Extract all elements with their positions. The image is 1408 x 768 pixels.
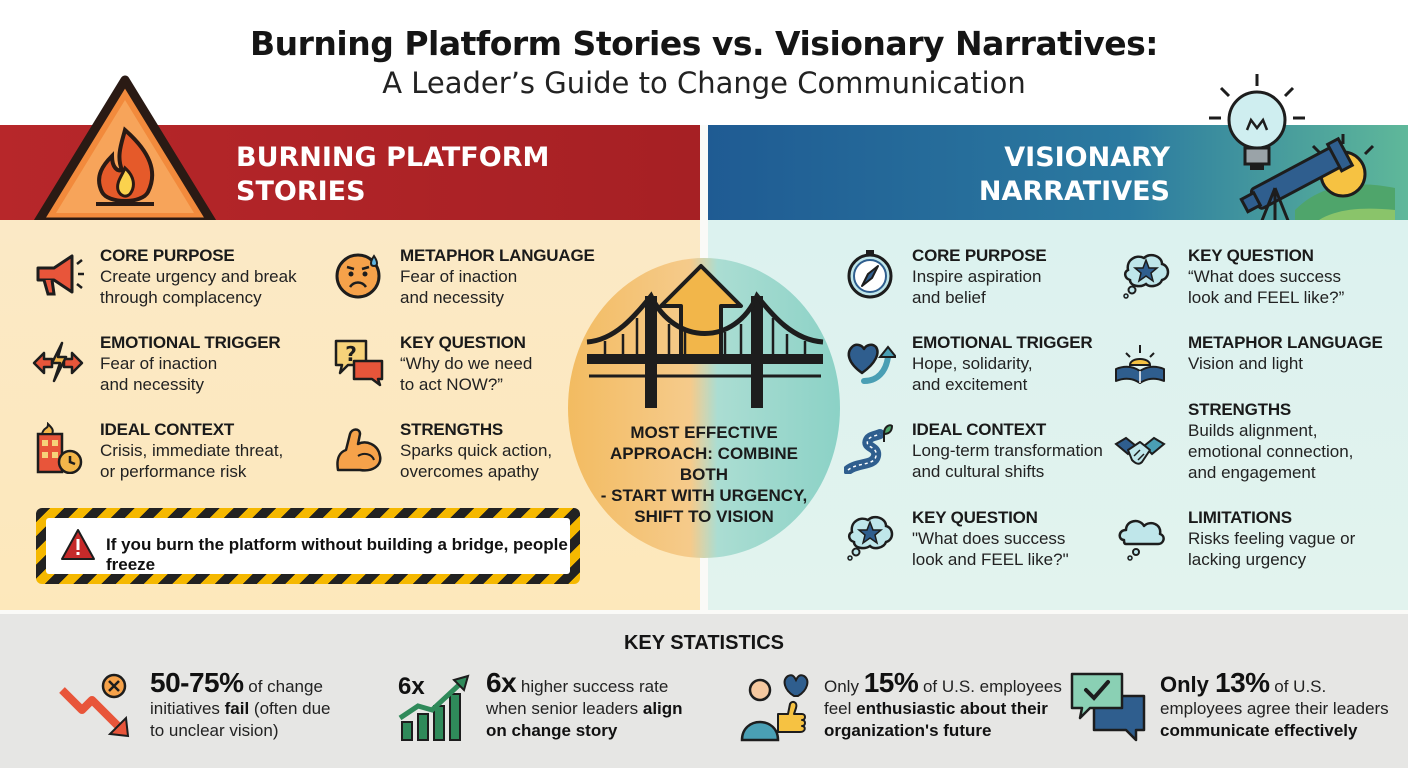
item-text: Vision and light — [1188, 354, 1303, 373]
stat-value: 15% — [863, 667, 919, 698]
item-text: Fear of inaction and necessity — [400, 267, 518, 307]
item-heading: METAPHOR LANGUAGE — [1188, 333, 1383, 352]
handshake-icon — [1114, 436, 1166, 465]
item-heading: IDEAL CONTEXT — [100, 420, 235, 439]
item-heading: METAPHOR LANGUAGE — [400, 246, 595, 265]
item-heading: EMOTIONAL TRIGGER — [912, 333, 1093, 352]
star-thought-icon — [847, 515, 894, 561]
stat-emphasis: align — [642, 699, 683, 718]
bridge-arrow-icon — [586, 264, 824, 408]
combined-approach-text: MOST EFFECTIVE APPROACH: COMBINE BOTH - … — [600, 423, 808, 526]
stat-text: when senior leaders — [486, 699, 643, 718]
item-text: "What does success look and FEEL like?" — [912, 529, 1069, 569]
megaphone-icon — [36, 254, 84, 296]
stat-value: 13% — [1215, 667, 1270, 698]
item-heading: KEY QUESTION — [400, 333, 526, 352]
item-text: Fear of inaction and necessity — [100, 354, 218, 394]
stat-emphasis: communicate effectively — [1160, 721, 1358, 740]
stat-text: of U.S. — [1269, 677, 1327, 696]
question-bubbles-icon: ? — [334, 339, 384, 387]
stat-value: 6x — [486, 667, 517, 698]
stat-text: (often due — [249, 699, 331, 718]
burning-building-icon — [36, 422, 83, 474]
item-text: Risks feeling vague or lacking urgency — [1188, 529, 1356, 569]
page-subtitle: A Leader’s Guide to Change Communication — [382, 66, 1026, 100]
book-sunrise-icon — [1115, 345, 1165, 384]
svg-text:?: ? — [345, 342, 357, 366]
stat-text: initiatives — [150, 699, 225, 718]
compass-icon — [847, 250, 893, 299]
person-heart-thumbsup-icon — [740, 674, 809, 742]
stat-value: 50-75% — [150, 667, 244, 698]
stat-text: of U.S. employees — [918, 677, 1062, 696]
stat-emphasis: enthusiastic about their — [856, 699, 1048, 718]
burning-platform-heading: BURNING PLATFORM STORIES — [236, 142, 550, 207]
item-heading: CORE PURPOSE — [912, 246, 1047, 265]
key-statistics-section: KEY STATISTICS 50-75% of change initiati… — [0, 614, 1408, 768]
item-text: Sparks quick action, overcomes apathy — [400, 441, 553, 481]
item-heading: EMOTIONAL TRIGGER — [100, 333, 281, 352]
lightbulb-telescope-icon — [1209, 74, 1395, 230]
item-heading: KEY QUESTION — [1188, 246, 1314, 265]
item-text: “Why do we need to act NOW?” — [400, 354, 533, 394]
item-text: Long-term transformation and cultural sh… — [912, 441, 1103, 481]
worried-face-icon — [335, 253, 381, 299]
stat-emphasis: on change story — [486, 721, 618, 740]
stat-text: feel — [824, 699, 857, 718]
stat-text: Only — [824, 677, 864, 696]
cloud-thought-icon — [1118, 519, 1165, 561]
stat-text: higher success rate — [516, 677, 669, 696]
stat-emphasis: fail — [224, 699, 250, 718]
lightning-arrows-icon — [32, 341, 84, 383]
stat-emphasis: Only — [1160, 672, 1216, 697]
stat-text: to unclear vision) — [150, 721, 279, 740]
stat-emphasis: organization's future — [824, 721, 992, 740]
alert-triangle-icon — [61, 529, 95, 560]
star-thought-icon — [1123, 253, 1170, 299]
item-text: Hope, solidarity, and excitement — [912, 354, 1033, 394]
item-text: Create urgency and break through complac… — [100, 267, 297, 307]
item-heading: LIMITATIONS — [1188, 508, 1292, 527]
rising-bars-icon: 6x — [398, 673, 470, 741]
visionary-heading: VISIONARY NARRATIVES — [978, 142, 1170, 207]
item-heading: KEY QUESTION — [912, 508, 1038, 527]
item-text: Inspire aspiration and belief — [912, 267, 1042, 307]
winding-road-icon — [844, 424, 894, 474]
item-heading: STRENGTHS — [1188, 400, 1292, 419]
fire-warning-icon — [33, 75, 217, 227]
stat-text: of change — [243, 677, 323, 696]
item-text: Crisis, immediate threat, or performance… — [100, 441, 284, 481]
heart-arrow-icon — [847, 343, 896, 384]
item-text: Builds alignment, emotional connection, … — [1188, 421, 1354, 482]
stats-title: KEY STATISTICS — [623, 632, 785, 654]
item-text: “What does success look and FEEL like?” — [1188, 267, 1345, 307]
item-heading: CORE PURPOSE — [100, 246, 235, 265]
warning-text: If you burn the platform without buildin… — [106, 535, 568, 574]
warning-box: If you burn the platform without buildin… — [46, 518, 570, 574]
stat-badge: 6x — [398, 673, 425, 700]
header: Burning Platform Stories vs. Visionary N… — [0, 0, 1408, 125]
item-heading: STRENGTHS — [400, 420, 504, 439]
flexed-arm-icon — [336, 428, 382, 472]
item-heading: IDEAL CONTEXT — [912, 420, 1047, 439]
warning-banner: If you burn the platform without buildin… — [36, 508, 580, 584]
declining-arrow-icon — [59, 673, 130, 738]
chat-check-icon — [1070, 672, 1146, 742]
page-title: Burning Platform Stories vs. Visionary N… — [250, 24, 1159, 63]
stat-text: employees agree their leaders — [1160, 699, 1389, 718]
